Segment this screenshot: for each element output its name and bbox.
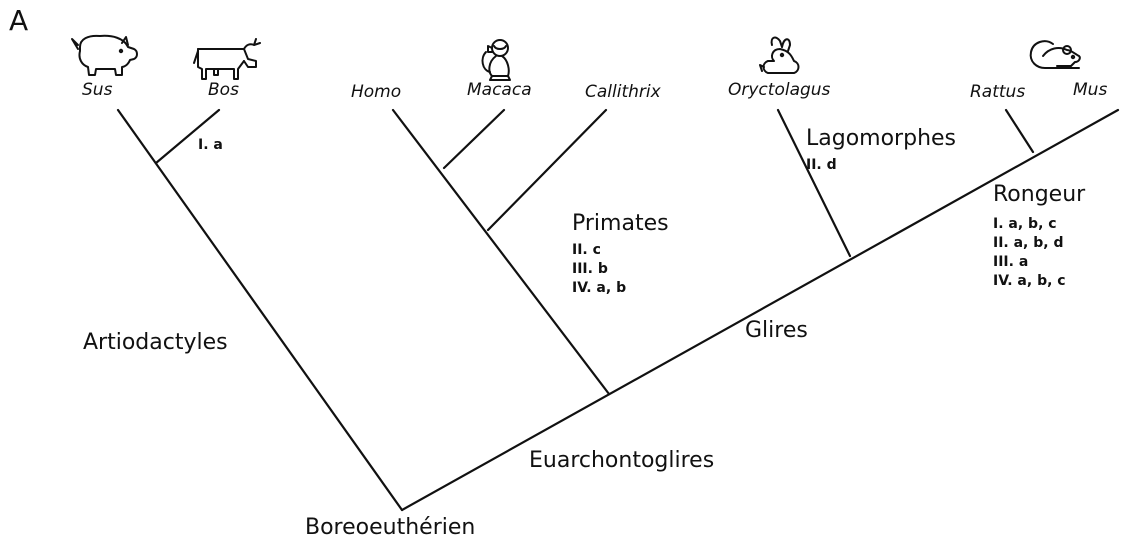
taxon-label-homo: Homo: [351, 82, 402, 102]
annotation-line: IV. a, b, c: [993, 273, 1066, 289]
clade-label-primates: Primates: [572, 211, 669, 236]
annotation-line: II. c: [572, 242, 601, 258]
annotation-line: II. d: [806, 157, 837, 173]
cow-icon: [193, 38, 261, 80]
annotation-line: I. a, b, c: [993, 216, 1057, 232]
taxon-label-mus: Mus: [1073, 80, 1108, 100]
branch-primates-to-homo: [391, 108, 611, 396]
branch-root-to-mus: [400, 108, 1120, 512]
taxon-label-callithrix: Callithrix: [585, 82, 661, 102]
taxon-label-macaca: Macaca: [467, 80, 532, 100]
annotation-bos: I. a: [198, 136, 223, 155]
tree-branches: [116, 108, 1120, 512]
taxon-label-bos: Bos: [208, 80, 239, 100]
branch-rattus: [1004, 108, 1035, 154]
panel-label: A: [9, 4, 29, 37]
annotation-lagomorphes: II. d: [806, 156, 837, 175]
clade-label-lagomorphes: Lagomorphes: [806, 126, 957, 151]
mouse-icon: [1029, 40, 1081, 69]
annotation-line: III. a: [993, 254, 1029, 270]
clade-label-euarchontoglires: Euarchontoglires: [529, 448, 715, 473]
rabbit-icon: [759, 36, 800, 74]
branch-bos: [154, 108, 221, 165]
taxon-label-oryctolagus: Oryctolagus: [728, 80, 831, 100]
clade-label-artiodactyles: Artiodactyles: [83, 330, 228, 355]
branch-callithrix: [486, 108, 608, 232]
branch-macaca: [442, 108, 506, 170]
annotation-rongeur: I. a, b, c II. a, b, d III. a IV. a, b, …: [993, 215, 1066, 291]
annotation-line: IV. a, b: [572, 280, 627, 296]
taxon-label-sus: Sus: [82, 80, 113, 100]
annotation-primates: II. c III. b IV. a, b: [572, 241, 626, 298]
annotation-line: III. b: [572, 261, 608, 277]
annotation-line: II. a, b, d: [993, 235, 1064, 251]
pig-icon: [71, 34, 138, 76]
clade-label-boreoeutherien: Boreoeuthérien: [305, 515, 476, 540]
branch-oryctolagus: [776, 108, 852, 258]
annotation-line: I. a: [198, 137, 223, 153]
taxon-label-rattus: Rattus: [970, 82, 1026, 102]
clade-label-rongeur: Rongeur: [993, 182, 1086, 207]
clade-label-glires: Glires: [745, 318, 808, 343]
branch-root-to-sus: [116, 108, 404, 512]
monkey-icon: [481, 39, 511, 81]
